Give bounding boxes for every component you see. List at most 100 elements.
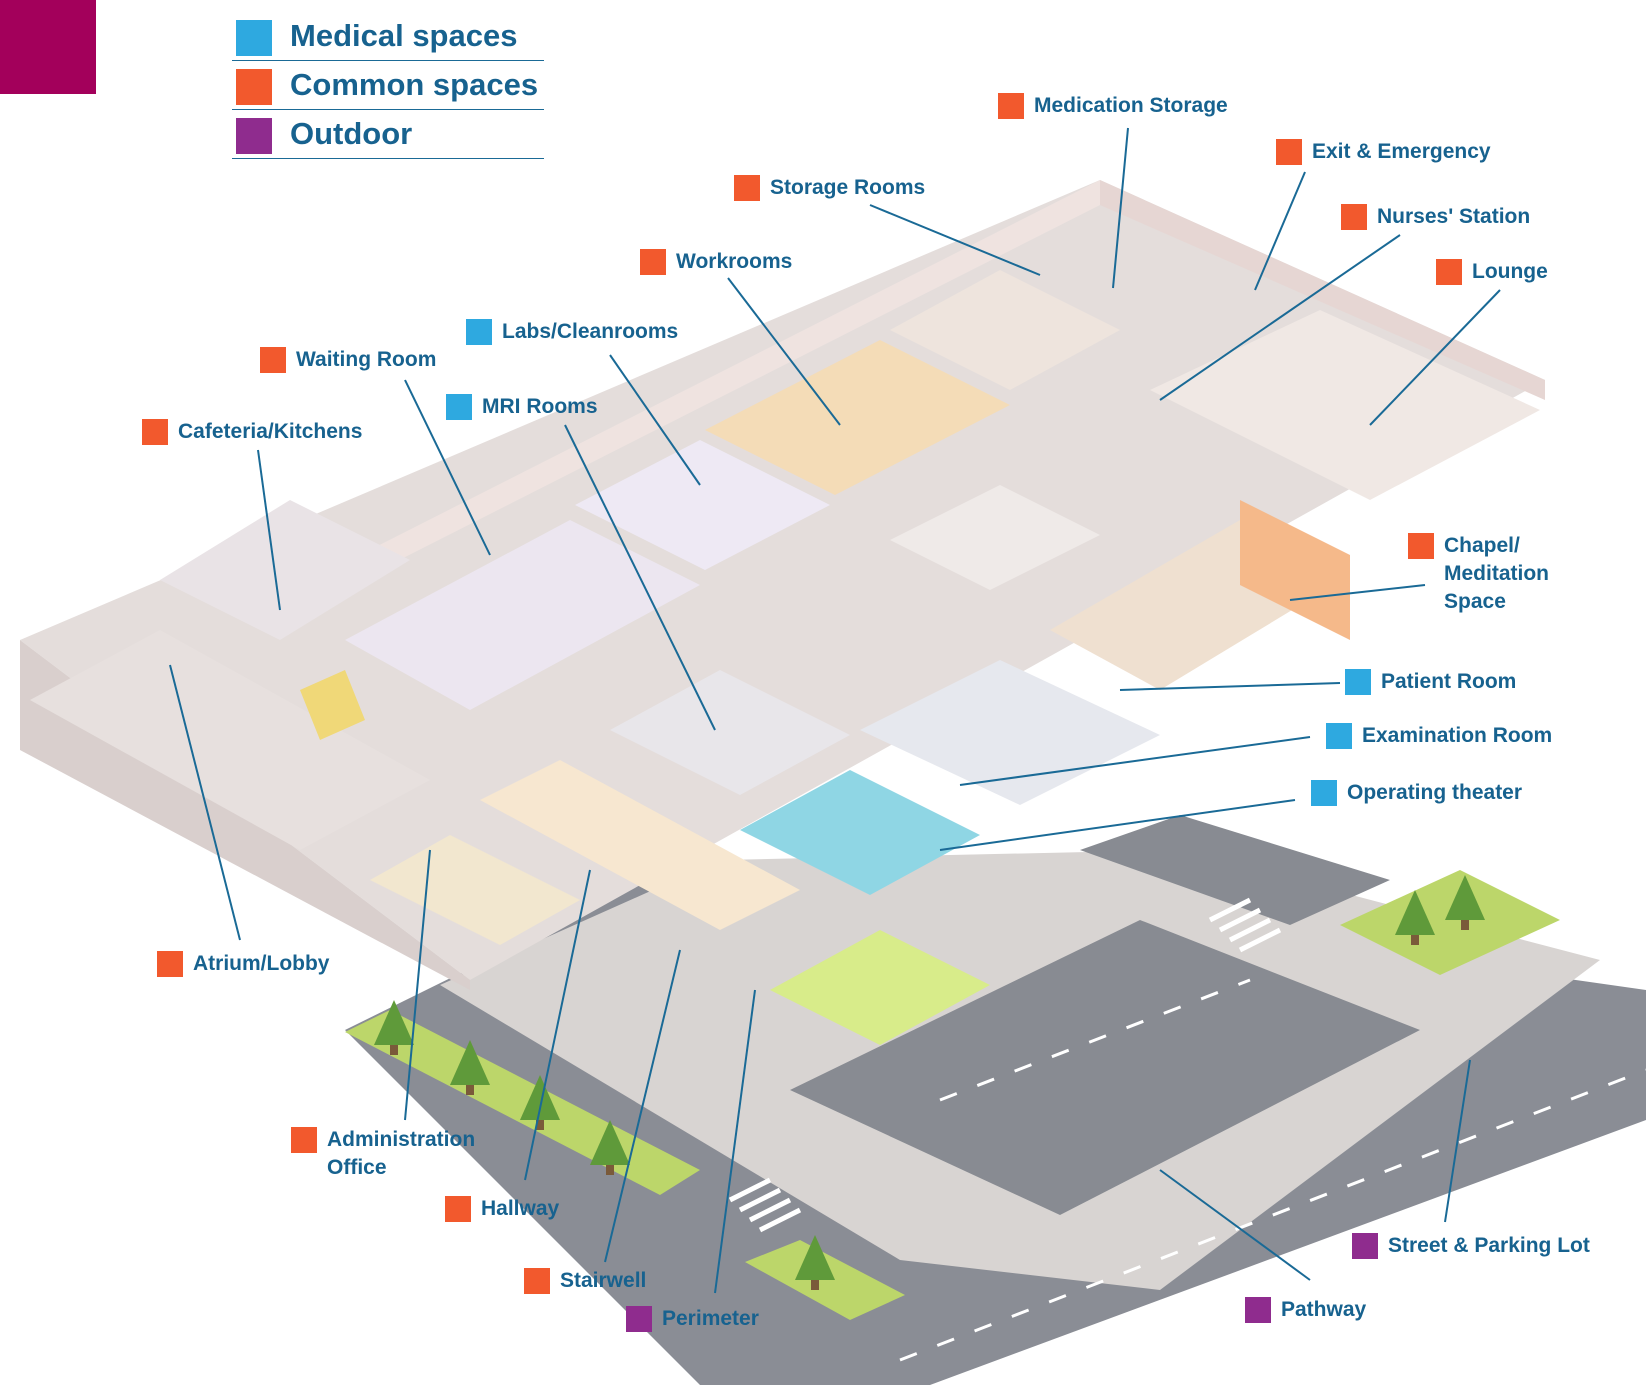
callout-mri-rooms: MRI Rooms xyxy=(446,393,598,421)
leader-street-parking xyxy=(1444,1059,1471,1223)
callout-lounge: Lounge xyxy=(1436,258,1548,286)
leader-operating-theater xyxy=(939,799,1296,851)
callout-label: Waiting Room xyxy=(296,348,437,371)
callout-label: Medication Storage xyxy=(1034,94,1228,117)
callout-label: Patient Room xyxy=(1381,670,1517,693)
admin-office xyxy=(370,835,580,945)
tree-2 xyxy=(450,1040,490,1095)
cafeteria-room xyxy=(160,500,410,640)
callout-label: Stairwell xyxy=(560,1269,647,1292)
legend-swatch-outdoor xyxy=(236,118,272,154)
leader-patient-room xyxy=(1119,682,1341,691)
callout-operating-theater: Operating theater xyxy=(1311,779,1522,807)
labs-room xyxy=(575,440,830,570)
leader-exit-emergency xyxy=(1254,171,1306,291)
waiting-room xyxy=(345,520,700,710)
callout-pathway: Pathway xyxy=(1245,1296,1366,1324)
swatch-medical xyxy=(1311,780,1337,806)
parking-lot xyxy=(790,920,1420,1215)
leader-examination-room xyxy=(959,736,1311,786)
callout-exit-emergency: Exit & Emergency xyxy=(1276,138,1491,166)
callout-label: Lounge xyxy=(1472,260,1548,283)
leader-lounge xyxy=(1369,289,1501,426)
tree-6 xyxy=(1395,890,1435,945)
tree-1 xyxy=(374,1000,414,1055)
workrooms-room xyxy=(705,340,1010,495)
callout-label: Labs/Cleanrooms xyxy=(502,320,679,343)
callout-label: Nurses' Station xyxy=(1377,205,1531,228)
trees xyxy=(374,875,1485,1290)
callout-stairwell: Stairwell xyxy=(524,1267,646,1295)
rear-wall-left xyxy=(340,180,1100,590)
leader-workrooms xyxy=(727,277,841,426)
leader-cafeteria-kitchens xyxy=(257,449,281,611)
operating-room xyxy=(740,770,980,895)
callout-medication-storage: Medication Storage xyxy=(998,92,1228,120)
swatch-medical xyxy=(1345,669,1371,695)
crosswalks xyxy=(728,897,1282,1233)
legend-item-medical: Medical spaces xyxy=(232,12,544,61)
swatch-outdoor xyxy=(1352,1233,1378,1259)
callout-label: Cafeteria/Kitchens xyxy=(178,420,363,443)
leader-chapel-meditation xyxy=(1289,584,1426,601)
leader-medication-storage xyxy=(1112,127,1129,289)
swatch-common xyxy=(734,175,760,201)
legend-swatch-common xyxy=(236,69,272,105)
swatch-common xyxy=(445,1196,471,1222)
callout-examination-room: Examination Room xyxy=(1326,722,1552,750)
callout-label: Storage Rooms xyxy=(770,176,926,199)
swatch-common xyxy=(142,419,168,445)
entrance-canopy xyxy=(300,670,365,740)
nurses-station-block xyxy=(890,485,1100,590)
swatch-common xyxy=(157,951,183,977)
storage-room xyxy=(890,270,1120,390)
legend-item-common: Common spaces xyxy=(232,61,544,110)
callout-label: Pathway xyxy=(1281,1298,1367,1321)
legend-item-outdoor: Outdoor xyxy=(232,110,544,159)
tree-4 xyxy=(590,1120,630,1175)
road-markings xyxy=(899,978,1646,1362)
callout-label: MRI Rooms xyxy=(482,395,598,418)
leader-labs-cleanrooms xyxy=(609,354,701,486)
leader-administration-office xyxy=(404,849,431,1121)
swatch-medical xyxy=(446,394,472,420)
leader-storage-rooms xyxy=(869,204,1041,276)
callout-workrooms: Workrooms xyxy=(640,248,792,276)
legend-label-medical: Medical spaces xyxy=(290,18,518,53)
leader-atrium-lobby xyxy=(169,664,241,941)
callout-waiting-room: Waiting Room xyxy=(260,346,436,374)
callout-street-parking: Street & Parking Lot xyxy=(1352,1232,1590,1260)
swatch-common xyxy=(1408,533,1434,559)
callout-label: Hallway xyxy=(481,1197,560,1220)
legend-label-common: Common spaces xyxy=(290,67,539,102)
lounge-room xyxy=(1150,310,1540,500)
leader-nurses-station xyxy=(1159,234,1401,401)
legend-label-outdoor: Outdoor xyxy=(290,116,413,151)
leader-perimeter xyxy=(714,989,756,1294)
swatch-common xyxy=(1276,139,1302,165)
lawn-right xyxy=(1340,870,1560,975)
swatch-common xyxy=(1341,204,1367,230)
callout-nurses-station: Nurses' Station xyxy=(1341,203,1530,231)
callout-label: Atrium/Lobby xyxy=(193,952,330,975)
swatch-outdoor xyxy=(1245,1297,1271,1323)
callout-administration-office: Administration Office xyxy=(291,1126,475,1182)
corner-brand-block xyxy=(0,0,96,94)
callout-cafeteria-kitchens: Cafeteria/Kitchens xyxy=(142,418,362,446)
legend-swatch-medical xyxy=(236,20,272,56)
swatch-common xyxy=(260,347,286,373)
callout-label: Chapel/ Meditation Space xyxy=(1444,534,1549,613)
tree-3 xyxy=(520,1075,560,1130)
callout-hallway: Hallway xyxy=(445,1195,559,1223)
swatch-common xyxy=(1436,259,1462,285)
callout-labs-cleanrooms: Labs/Cleanrooms xyxy=(466,318,678,346)
swatch-common xyxy=(998,93,1024,119)
parking-lot-top xyxy=(1080,815,1390,925)
callout-label: Workrooms xyxy=(676,250,793,273)
callout-atrium-lobby: Atrium/Lobby xyxy=(157,950,330,978)
swatch-outdoor xyxy=(626,1306,652,1332)
callout-chapel-meditation: Chapel/ Meditation Space xyxy=(1408,532,1549,616)
mri-room xyxy=(610,670,850,795)
swatch-common xyxy=(640,249,666,275)
